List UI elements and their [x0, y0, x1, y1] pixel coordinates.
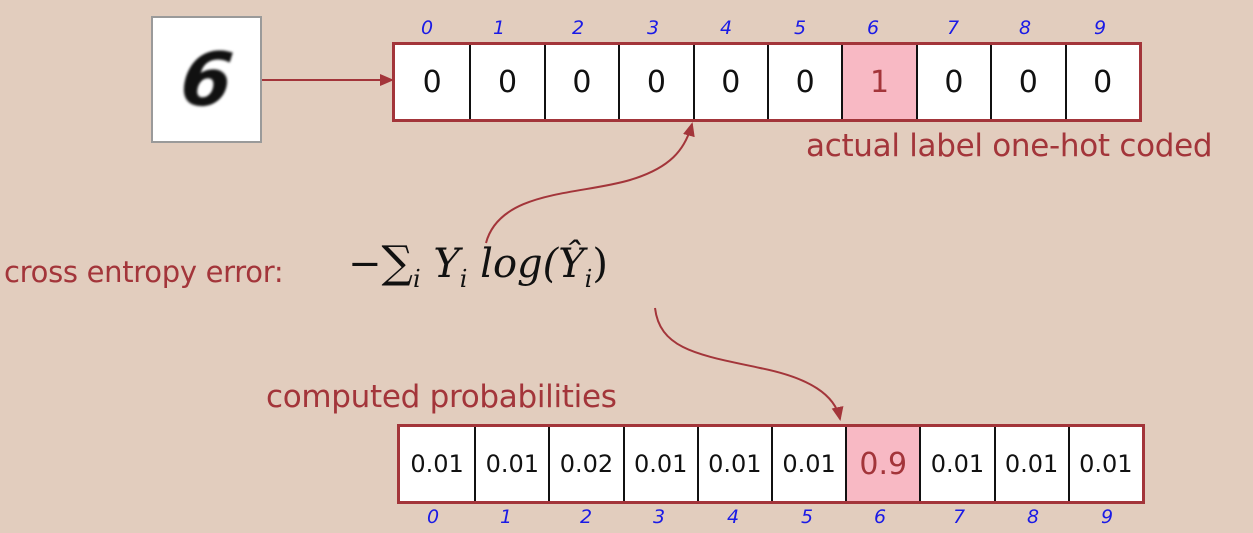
formula-log: log(: [480, 241, 559, 287]
label-cell: 0: [990, 45, 1064, 119]
probability-cell: 0.01: [1067, 427, 1142, 501]
one-hot-label-vector: 0 0 0 0 0 0 1 0 0 0: [392, 42, 1142, 122]
label-index: 3: [646, 17, 660, 39]
label-cell: 0: [692, 45, 767, 119]
label-cell: 0: [422, 64, 442, 100]
label-index: 4: [719, 17, 733, 39]
probability-cell-hot: 0.9: [845, 427, 920, 501]
label-index: 7: [946, 17, 960, 39]
probability-index: 3: [652, 506, 666, 528]
probability-index: 5: [800, 506, 814, 528]
probability-cell: 0.01: [410, 450, 464, 478]
label-index: 1: [492, 17, 506, 39]
formula-to-label-arrow: [485, 122, 695, 244]
label-cell: 0: [618, 45, 692, 119]
probability-index: 0: [426, 506, 440, 528]
formula-minus: −: [348, 241, 382, 287]
label-cell: 0: [915, 45, 990, 119]
probability-cell: 0.01: [622, 427, 697, 501]
probability-index: 1: [499, 506, 513, 528]
formula-close: ): [592, 241, 608, 287]
label-index: 9: [1093, 17, 1107, 39]
label-cell: 0: [469, 45, 543, 119]
label-cell: 0: [1064, 45, 1139, 119]
label-index: 5: [793, 17, 807, 39]
digit-image: 6: [151, 16, 262, 143]
probability-index: 2: [579, 506, 593, 528]
formula-prefix: cross entropy error:: [4, 255, 284, 289]
probability-cell: 0.01: [993, 427, 1068, 501]
formula-y-index: i: [459, 265, 468, 293]
probability-cell: 0.01: [919, 427, 993, 501]
probability-cell: 0.02: [548, 427, 622, 501]
probability-index: 7: [952, 506, 966, 528]
label-index: 6: [866, 17, 880, 39]
cross-entropy-formula: −∑i Yi log(Ŷi): [348, 237, 608, 293]
label-caption: actual label one-hot coded: [806, 128, 1213, 164]
label-cell: 0: [766, 45, 841, 119]
probability-cell: 0.01: [696, 427, 771, 501]
probability-index: 9: [1100, 506, 1114, 528]
label-index: 2: [571, 17, 585, 39]
probability-vector: 0.01 0.01 0.02 0.01 0.01 0.01 0.9 0.01 0…: [397, 424, 1145, 504]
probability-cell: 0.01: [474, 427, 548, 501]
formula-sum-index: i: [412, 265, 421, 293]
label-index: 0: [420, 17, 434, 39]
probability-caption: computed probabilities: [266, 379, 617, 415]
probability-cell: 0.01: [770, 427, 845, 501]
label-cell: 0: [543, 45, 618, 119]
formula-sum: ∑: [381, 237, 413, 288]
probability-index: 8: [1026, 506, 1040, 528]
label-cell-hot: 1: [841, 45, 916, 119]
label-index: 8: [1018, 17, 1032, 39]
formula-yhat: Ŷ: [558, 241, 585, 287]
formula-y: Y: [433, 241, 460, 287]
formula-to-probability-arrow: [654, 307, 844, 421]
formula-yhat-index: i: [584, 265, 593, 293]
probability-index: 6: [873, 506, 887, 528]
probability-index: 4: [726, 506, 740, 528]
